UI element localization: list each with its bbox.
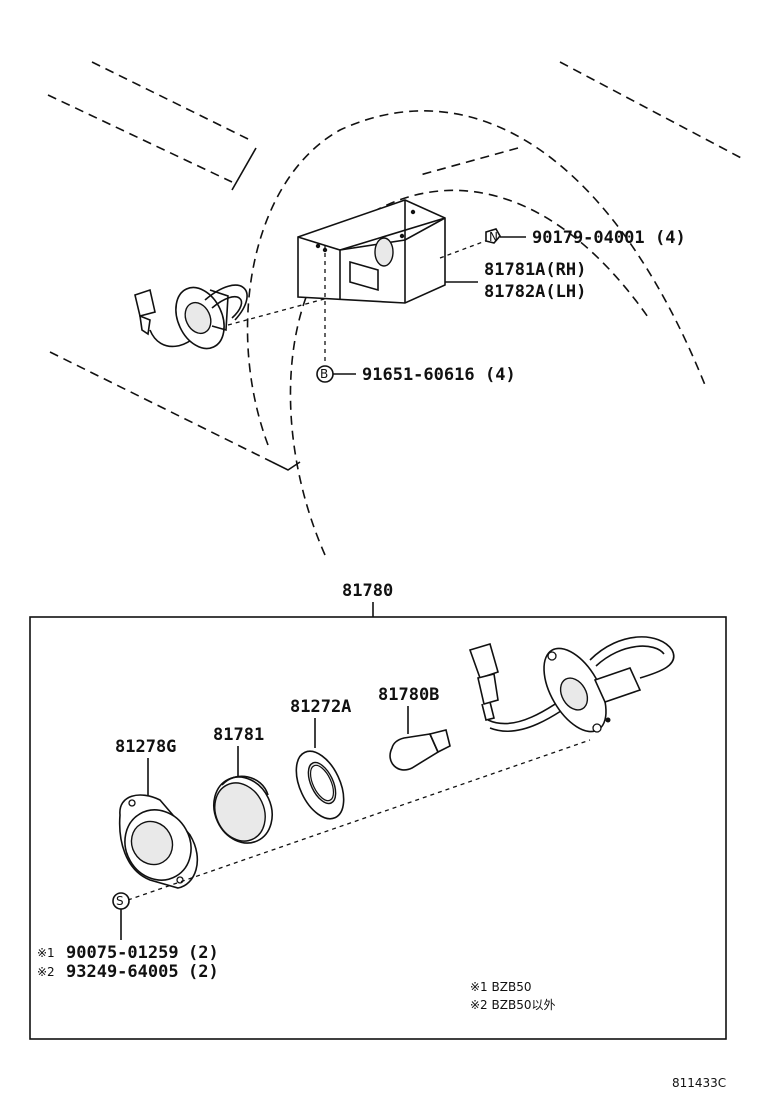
lamp-socket-harness (468, 636, 675, 733)
gasket-part-number: 81272A (290, 697, 351, 717)
figure-id: 811433C (672, 1076, 726, 1090)
assembly-part-number: 81780 (342, 581, 393, 601)
bulb-part-number: 81780B (378, 685, 439, 705)
housing-part-number: 81278G (115, 737, 176, 757)
lamp-housing (118, 794, 199, 889)
lamp-bulb (389, 729, 451, 771)
screw-option2-part-number: 93249-64005 (66, 962, 179, 982)
nut-quantity: (4) (655, 228, 686, 248)
screw-option2-qty: (2) (188, 962, 219, 982)
bolt-part-number: 91651-60616 (362, 365, 475, 385)
lamp-gasket (295, 750, 345, 820)
lens-part-number: 81781 (213, 725, 264, 745)
screw-option2-mark: ※2 (37, 965, 55, 979)
screw-option1-part-number: 90075-01259 (66, 943, 179, 963)
note-2: ※2 BZB50以外 (470, 998, 555, 1012)
bracket-part-lh: 81782A(LH) (484, 282, 586, 302)
mounting-bracket (297, 199, 446, 304)
nut-leader (439, 239, 489, 259)
nut-part-number: 90179-04001 (532, 228, 645, 248)
svg-text:B: B (320, 367, 328, 381)
vehicle-body-outline (47, 61, 746, 556)
bolt-quantity: (4) (485, 365, 516, 385)
bracket-part-rh: 81781A(RH) (484, 260, 586, 280)
note-1: ※1 BZB50 (470, 980, 531, 994)
svg-text:N: N (489, 230, 498, 244)
top-license-lamp (134, 284, 248, 350)
assembly-box (29, 616, 727, 1040)
screw-option1-qty: (2) (188, 943, 219, 963)
nut-icon: N (485, 228, 501, 244)
screw-leader (127, 739, 591, 901)
screw-icon: S (112, 892, 130, 910)
lamp-to-bracket-leader (227, 297, 329, 326)
bolt-icon: B (316, 365, 334, 383)
screw-option1-mark: ※1 (37, 946, 55, 960)
lamp-lens (213, 775, 273, 844)
svg-text:S: S (116, 894, 124, 908)
